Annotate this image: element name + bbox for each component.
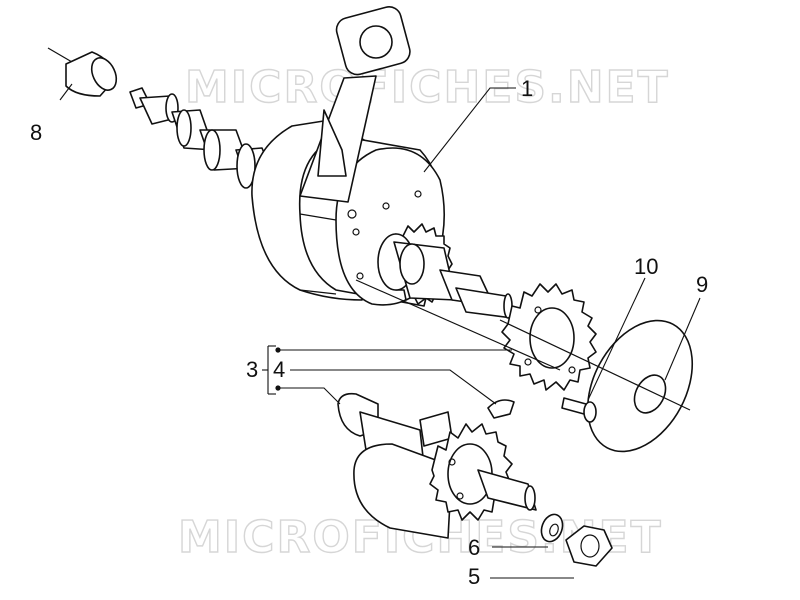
- watermark-top: MICROFICHES.NET: [185, 62, 670, 113]
- leader-lines: [59, 83, 701, 579]
- bushing-part-8: [47, 47, 118, 97]
- callout-9: 9: [696, 272, 708, 297]
- bolt-part-10: [561, 397, 597, 423]
- sprocket-gear: [501, 283, 597, 391]
- callout-5: 5: [468, 564, 480, 589]
- callout-8: 8: [30, 120, 42, 145]
- crankshaft-assembly-part-1: [251, 6, 513, 319]
- key-part-4: [487, 399, 515, 419]
- callout-1: 1: [521, 76, 533, 101]
- nut-part-5: [565, 525, 613, 567]
- washer-part-6: [540, 513, 564, 543]
- callout-3: 3: [246, 357, 258, 382]
- callout-6: 6: [468, 535, 480, 560]
- callout-10: 10: [634, 254, 658, 279]
- callout-4: 4: [273, 357, 285, 382]
- balance-shaft-part-3: [337, 392, 537, 539]
